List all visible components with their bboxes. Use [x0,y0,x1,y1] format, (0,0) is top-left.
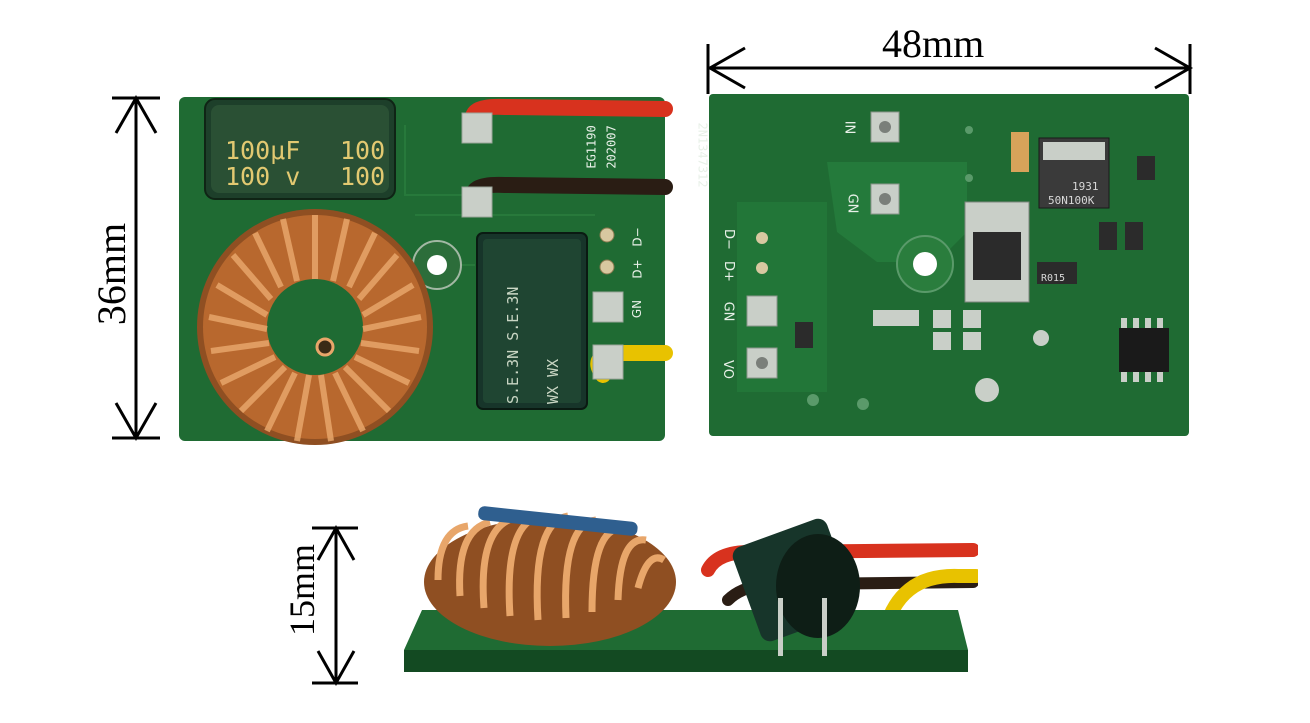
capacitor-small-voltage2: 100 [340,162,386,191]
pad-in-bottom: IN [841,120,857,135]
mosfet-large [1038,137,1110,209]
capacitor-small-value2: 100 [340,136,386,165]
board-top-view [179,97,673,445]
serial-text: 2N1347312 [695,122,710,188]
side-capacitor [732,518,860,656]
board-bottom-view [709,94,1189,436]
mosfet-small [964,201,1030,303]
mosfet-text: 1931 [1072,180,1099,193]
pad-gn2-bottom: GN [720,301,736,322]
pad-gn-bottom: GN [844,193,860,214]
capacitor-small-value: 100μF [225,136,301,165]
width-arrow [706,44,1194,94]
capacitor-small-voltage: 100 v [225,162,301,191]
toroid-inductor [197,209,433,445]
ic-chip [1119,318,1169,382]
pad-vo-bottom: VO [719,360,735,379]
resistor-text: R015 [1041,273,1066,284]
pad-d-minus-bottom: D− [720,229,736,250]
capacitor-small [204,98,396,200]
silk-eg: EG1190 [584,125,599,169]
capacitor-large-text: S.E.3N S.E.3N [504,286,522,404]
pad-d-plus-bottom: D+ [720,261,736,282]
capacitor-smd [1011,132,1029,172]
mosfet-text2: 50N100K [1048,194,1095,207]
depth-arrow [312,524,358,687]
board-side-view [404,506,978,672]
height-arrow [112,94,160,442]
capacitor-large-text2: WX WX [544,358,562,404]
depth-label: 15mm [282,544,322,637]
silk-date: 202007 [604,125,619,169]
height-label: 36mm [89,222,134,326]
width-label: 48mm [882,21,985,66]
capacitor-large [476,232,588,410]
pad-d-minus-top: D− [630,227,645,247]
pad-d-plus-top: D+ [630,259,645,279]
side-toroid [424,506,676,646]
pad-gn-top: GN [630,299,645,319]
